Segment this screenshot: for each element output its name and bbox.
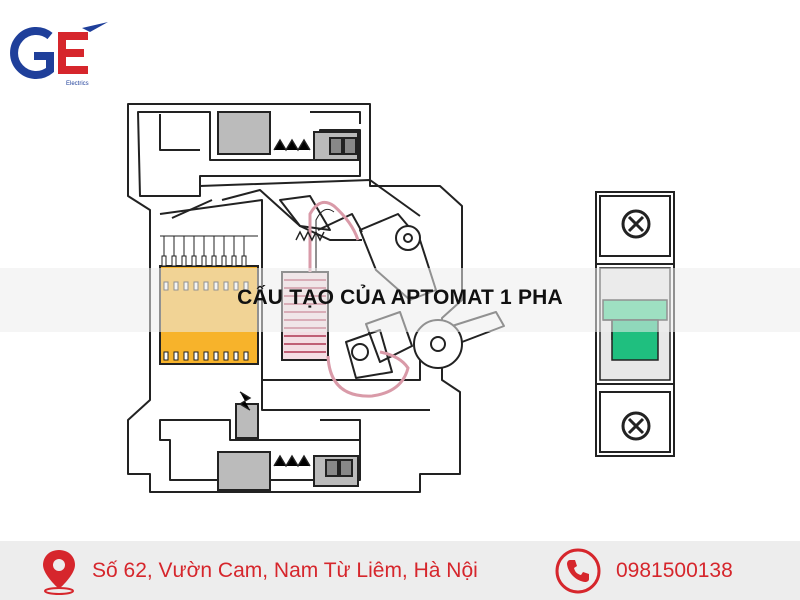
arc-chute-slots-bottom <box>163 351 249 361</box>
arc-chute-comb <box>160 235 258 256</box>
top-screw-icon <box>621 209 651 239</box>
phone-number[interactable]: 0981500138 <box>616 559 733 582</box>
arc-chute-slots-top <box>161 255 247 267</box>
address-text: Số 62, Vườn Cam, Nam Từ Liêm, Hà Nội <box>92 559 478 582</box>
trip-pivot <box>351 225 463 369</box>
contact-footer: Số 62, Vườn Cam, Nam Từ Liêm, Hà Nội 098… <box>0 541 800 600</box>
location-pin-icon <box>43 550 75 595</box>
top-terminal-block <box>217 111 359 161</box>
logo-subtext: Electrics <box>66 81 89 87</box>
bottom-screw-icon <box>621 411 651 441</box>
page-title: CẤU TẠO CỦA APTOMAT 1 PHA <box>237 286 563 309</box>
breaker-housing <box>127 103 463 493</box>
ge-electrics-logo: Electrics <box>10 22 108 87</box>
phone-icon <box>555 548 601 594</box>
bottom-terminal-block <box>217 403 359 491</box>
logo-e-mark <box>58 32 88 74</box>
title-band <box>0 268 800 332</box>
